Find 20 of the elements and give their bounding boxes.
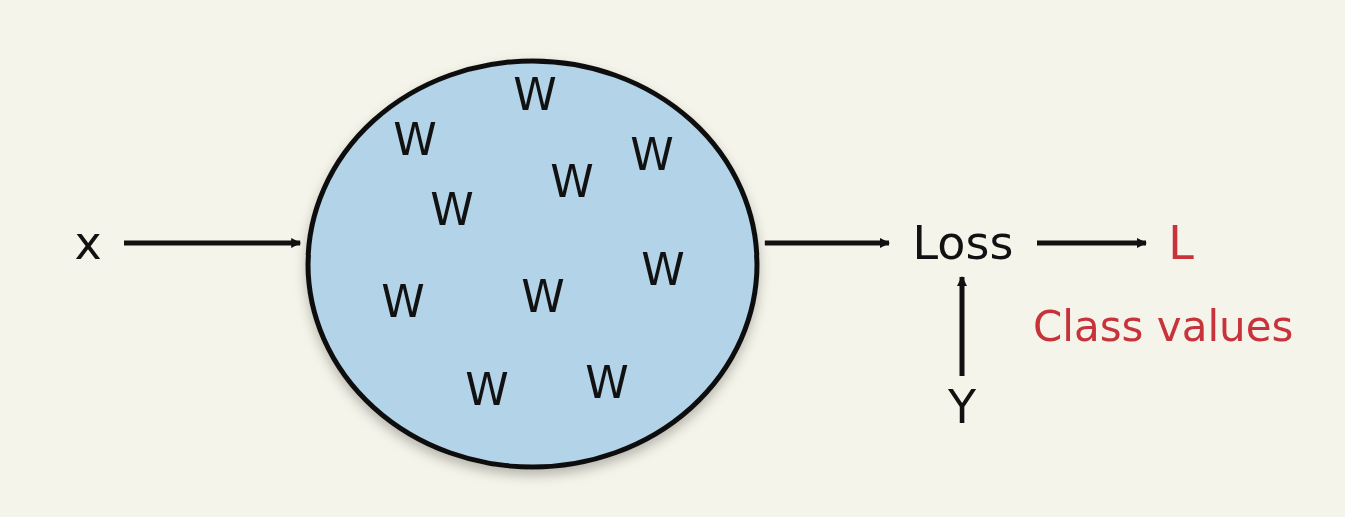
weight-label: W [641,248,685,292]
weight-label: W [521,275,565,319]
weight-label: W [381,280,425,324]
annotation-text: Class values [1033,306,1294,348]
arrow [124,238,302,248]
node-label: Loss [912,220,1014,266]
arrow [764,238,890,248]
weight-label: W [465,368,509,412]
network-circle [305,58,760,470]
weight-label: W [393,118,437,162]
weight-label: W [585,361,629,405]
arrow [957,276,967,376]
arrow [1037,238,1147,248]
weight-label: W [513,73,557,117]
weight-label: W [630,133,674,177]
node-label: Y [947,384,977,430]
weight-label: W [550,160,594,204]
node-label: x [74,220,102,266]
node-label: L [1168,220,1194,266]
weight-label: W [430,188,474,232]
